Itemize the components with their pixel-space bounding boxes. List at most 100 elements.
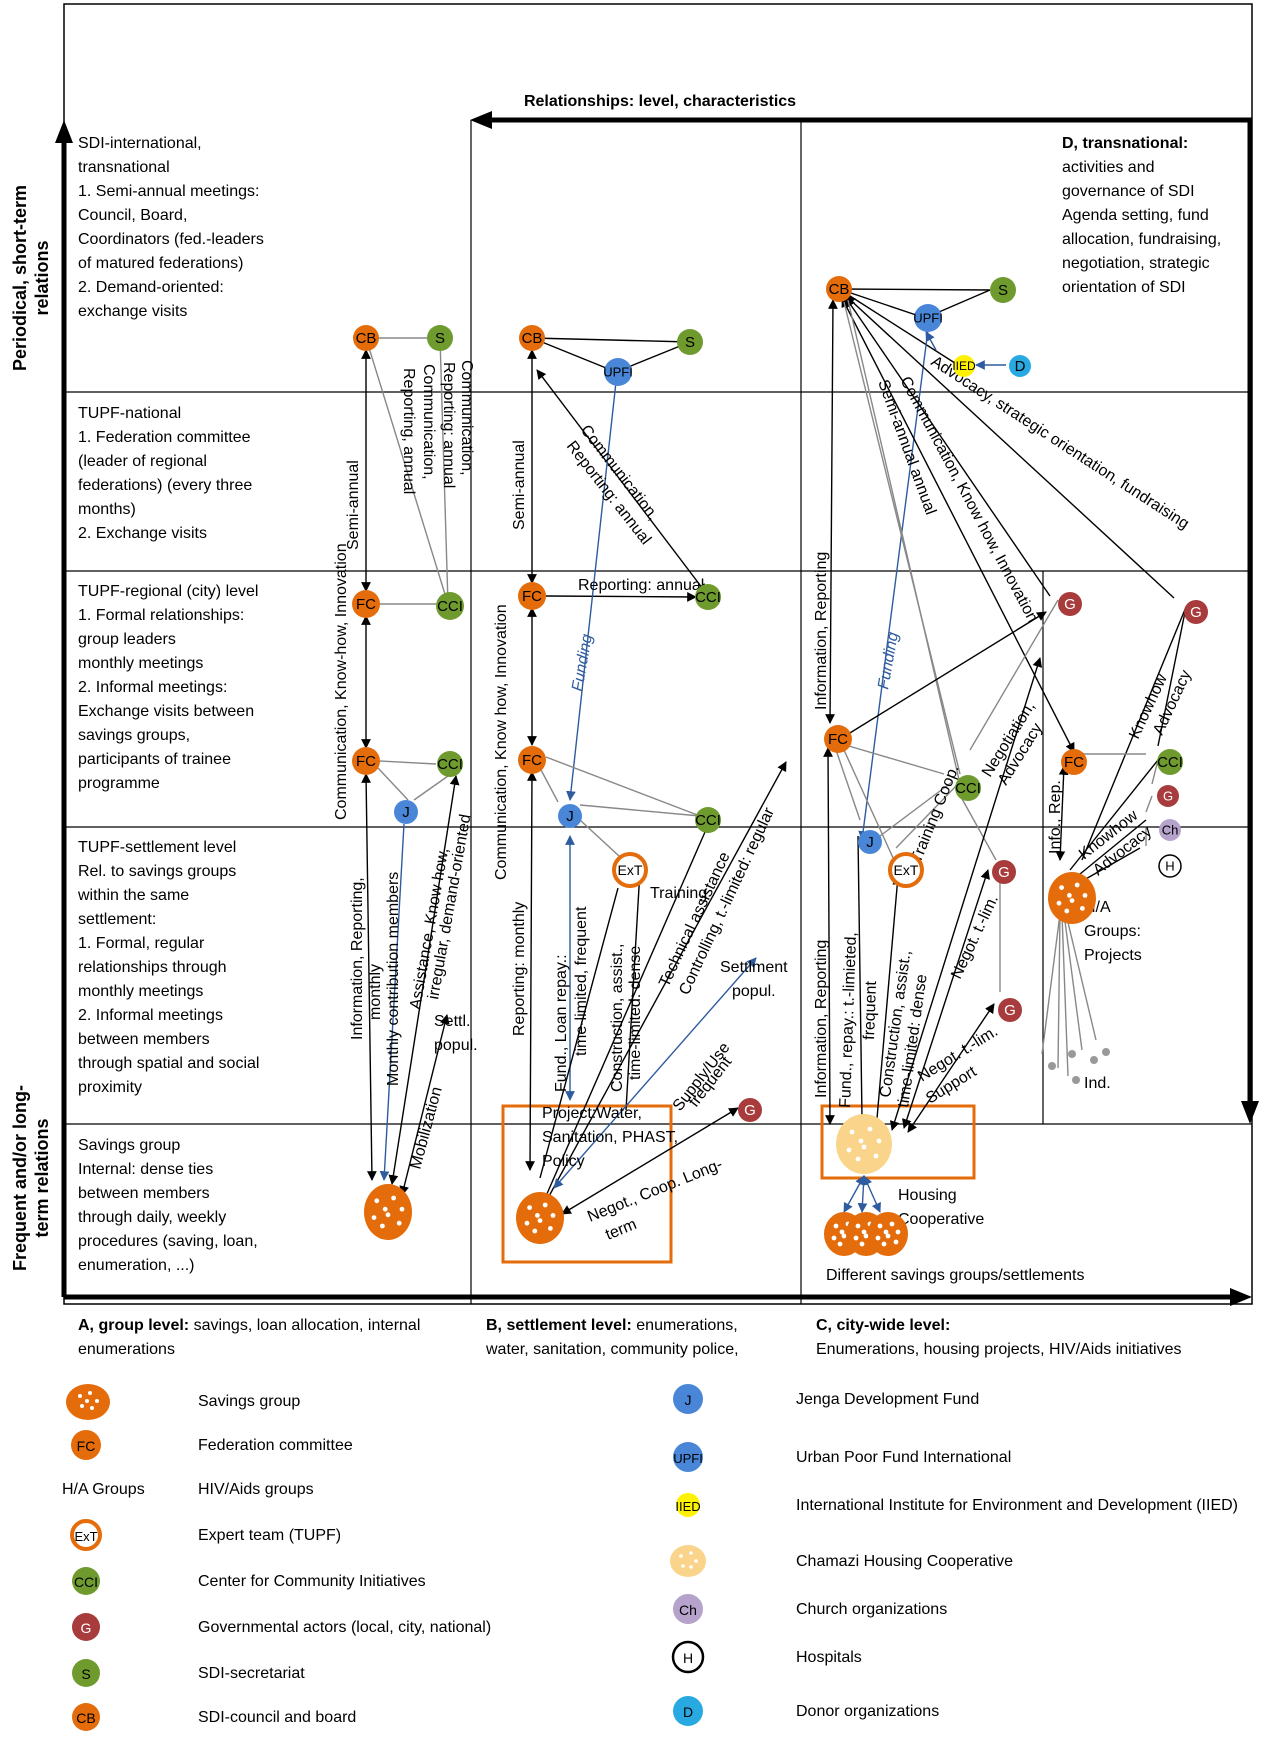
j-node-a: J xyxy=(394,800,418,824)
row-3-line-0: TUPF-settlement level xyxy=(78,839,236,856)
g-node-c-middle: G xyxy=(992,860,1016,884)
axis-arrows xyxy=(55,111,1259,1306)
edge-labels: Communication, Reporting: annual Communica… xyxy=(333,353,1195,1284)
ch-node-d-label: Ch xyxy=(1162,823,1179,838)
column-descriptions: A, group level: savings, loan allocation… xyxy=(78,1317,1182,1358)
legend-left-1-symbol: FC xyxy=(77,1438,96,1454)
row-0-line-6: 2. Demand-oriented: xyxy=(78,279,224,296)
row-4-line-1: Internal: dense ties xyxy=(78,1161,213,1178)
row-0-line-0: SDI-international, xyxy=(78,135,202,152)
edge-label-b-funding: Funding xyxy=(569,633,596,693)
s-node-b: S xyxy=(677,329,703,355)
row-3-line-5: relationships through xyxy=(78,959,227,976)
y-label-bottom-1: Frequent and/or long- xyxy=(10,1085,30,1271)
row-1-line-5: 2. Exchange visits xyxy=(78,525,207,542)
row-3-line-1: Rel. to savings groups xyxy=(78,863,236,880)
legend-right-6-label: Donor organizations xyxy=(796,1703,939,1720)
row-2-line-6: savings groups, xyxy=(78,727,190,744)
row-0-line-1: transnational xyxy=(78,159,170,176)
legend-right-1-label: Urban Poor Fund International xyxy=(796,1449,1011,1466)
row-1-line-3: federations) (every three xyxy=(78,477,252,494)
column-a-line1: A, group level: savings, loan allocation… xyxy=(78,1317,420,1334)
row-4-line-2: between members xyxy=(78,1185,210,1202)
d-node-c: D xyxy=(1009,355,1031,377)
row-3-line-6: monthly meetings xyxy=(78,983,203,1000)
edges xyxy=(361,288,1187,1215)
row-0-line-2: 1. Semi-annual meetings: xyxy=(78,183,259,200)
g-node-b-label: G xyxy=(744,1102,756,1119)
cci-node-a-settlement-label: CCI xyxy=(437,756,463,773)
d-node-c-label: D xyxy=(1015,358,1026,375)
row-2-line-4: 2. Informal meetings: xyxy=(78,679,227,696)
g-node-c-lower: G xyxy=(998,998,1022,1022)
row-2-line-1: 1. Formal relationships: xyxy=(78,607,244,624)
transnational-line-0: activities and xyxy=(1062,159,1155,176)
upfi-node-c-label: UPFI xyxy=(913,311,943,326)
cci-node-b-regional: CCI xyxy=(695,584,721,610)
row-3-line-2: within the same xyxy=(77,887,189,904)
g-node-d-upper: G xyxy=(1184,600,1208,624)
s-node-b-label: S xyxy=(685,334,695,351)
edge-label-d-ha3: Projects xyxy=(1084,947,1142,964)
column-a-line2: enumerations xyxy=(78,1341,175,1358)
edge-label-a-monthly: monthly xyxy=(367,964,384,1020)
column-b-line2: water, sanitation, community police, xyxy=(485,1341,739,1358)
s-node-a: S xyxy=(427,325,453,351)
legend-right-2-symbol: IIED xyxy=(675,1499,700,1514)
transnational-line-1: governance of SDI xyxy=(1062,183,1195,200)
edge-label-a-mobil: Mobilization xyxy=(407,1085,445,1171)
j-node-a-label: J xyxy=(402,804,410,821)
cci-node-c: CCI xyxy=(955,775,981,801)
legend-left-3-symbol: ExT xyxy=(74,1529,97,1544)
edge-label-b-negot: Negot., Coop. Long- xyxy=(585,1156,725,1226)
j-node-c-label: J xyxy=(866,834,874,851)
legend-right-3: Chamazi Housing Cooperative xyxy=(670,1545,1013,1577)
legend-left-6-label: SDI-secretariat xyxy=(198,1665,305,1682)
cci-node-a-regional: CCI xyxy=(436,592,464,620)
fc-node-a-settlement-label: FC xyxy=(356,753,376,770)
fc-node-b-settlement-label: FC xyxy=(522,752,542,769)
transnational-description: D, transnational: activities and governan… xyxy=(1062,135,1221,296)
row-2-line-0: TUPF-regional (city) level xyxy=(78,583,258,600)
edge-label-a-comm-rep: Communication, xyxy=(458,360,475,476)
legend-right-5-symbol: H xyxy=(683,1650,693,1666)
edge-label-a-comm-rep4: Reporting, annual xyxy=(400,368,417,494)
ext-node-c: ExT xyxy=(888,852,924,888)
edge-label-b-popul: popul. xyxy=(732,983,776,1000)
individual-node-2 xyxy=(1090,1056,1098,1064)
legend-left-4-symbol: CCI xyxy=(74,1574,98,1590)
row-4-line-0: Savings group xyxy=(78,1137,180,1154)
row-0-line-3: Council, Board, xyxy=(78,207,187,224)
individual-node-1 xyxy=(1072,1076,1080,1084)
transnational-title: D, transnational: xyxy=(1062,135,1188,152)
legend-left-4-label: Center for Community Initiatives xyxy=(198,1573,426,1590)
cci-node-b-regional-label: CCI xyxy=(695,589,721,606)
edge-label-b-time-freq: time-limited, frequent xyxy=(573,906,590,1056)
row-1-line-4: months) xyxy=(78,501,136,518)
edge-label-b-rep-annual2: Reporting: annual xyxy=(578,577,704,594)
fc-node-c: FC xyxy=(824,725,852,753)
edge-label-d-ha2: Groups: xyxy=(1084,923,1141,940)
edge-label-a-settl: Settl. xyxy=(434,1013,470,1030)
g-node-d-upper-label: G xyxy=(1190,604,1202,621)
edge-label-a-info-rep: Information, Reporting, xyxy=(349,877,366,1040)
row-3-line-8: between members xyxy=(78,1031,210,1048)
fc-node-b-regional-label: FC xyxy=(522,588,542,605)
legend-left-0: Savings group xyxy=(66,1384,300,1420)
edge-label-b-training: Training xyxy=(650,885,707,902)
g-node-b: G xyxy=(738,1098,762,1122)
edge-label-a-comm-rep3: Communication, xyxy=(420,364,437,480)
individual-node-0 xyxy=(1048,1062,1056,1070)
row-1-line-1: 1. Federation committee xyxy=(78,429,251,446)
legend-right-0-symbol: J xyxy=(685,1392,692,1408)
legend-left-5-label: Governmental actors (local, city, nation… xyxy=(198,1619,491,1636)
g-node-c-upper: G xyxy=(1058,592,1082,616)
edge-label-a-comm-know: Communication, Know-how, Innovation xyxy=(333,543,350,820)
legend-left-6-symbol: S xyxy=(81,1666,90,1682)
row-3-line-7: 2. Informal meetings xyxy=(78,1007,223,1024)
edge-label-b-dense: time-limited: dense xyxy=(627,946,644,1080)
